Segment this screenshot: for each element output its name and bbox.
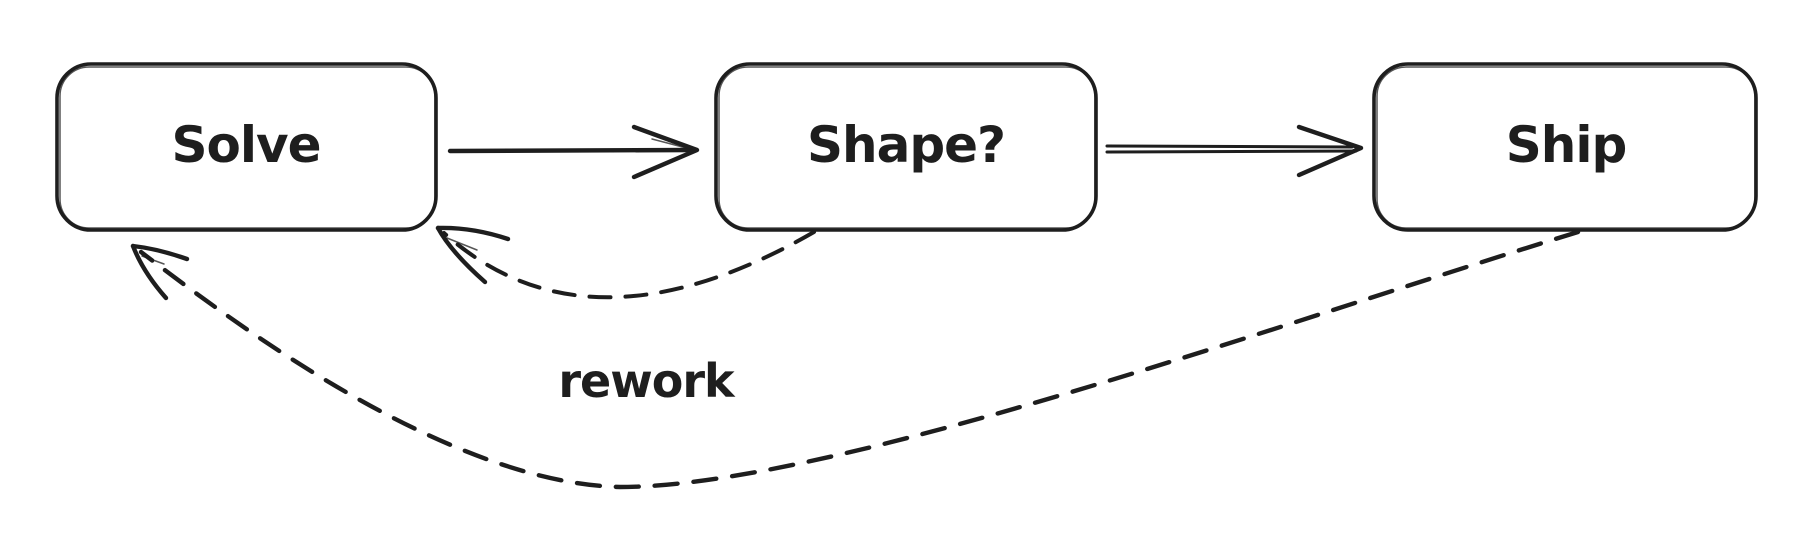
dashed-arrow-shape-to-solve-curve	[442, 230, 816, 300]
node-ship-box-sketch	[1376, 66, 1756, 229]
node-shape-label: Shape?	[807, 116, 1005, 174]
dashed-arrow-shape-to-solve-arrowhead-sketch	[446, 237, 478, 251]
arrow-shape-to-ship-line-lower	[1105, 149, 1358, 154]
node-solve-box	[55, 62, 438, 232]
arrow-solve-to-shape-arrowhead-sketch	[651, 138, 695, 151]
dashed-arrow-ship-to-solve-arrowhead-icon	[130, 243, 190, 262]
arrow-solve-to-shape	[447, 124, 700, 180]
arrow-solve-to-shape-line	[447, 147, 696, 154]
arrow-shape-to-ship-line-upper	[1105, 144, 1354, 149]
node-ship: Ship	[1372, 62, 1758, 232]
edge-label-rework: rework	[558, 354, 736, 408]
arrow-shape-to-ship-arrowhead-icon	[1296, 124, 1364, 178]
node-solve-box-sketch	[59, 66, 436, 229]
dashed-arrow-ship-to-solve	[130, 229, 1581, 490]
arrow-shape-to-ship	[1105, 124, 1364, 178]
node-solve: Solve	[55, 62, 438, 232]
node-shape-box	[714, 62, 1098, 232]
dashed-arrow-ship-to-solve-arrowhead-sketch	[141, 255, 165, 265]
dashed-arrow-ship-to-solve-arrowhead-barb	[130, 243, 169, 301]
node-solve-label: Solve	[171, 116, 320, 174]
node-ship-box	[1372, 62, 1758, 232]
dashed-arrow-ship-to-solve-curve	[138, 229, 1581, 490]
dashed-arrow-shape-to-solve-arrowhead-barb	[435, 225, 488, 285]
node-shape-box-sketch	[718, 66, 1096, 229]
dashed-arrow-shape-to-solve	[435, 225, 816, 300]
dashed-arrow-shape-to-solve-arrowhead-icon	[435, 225, 511, 242]
node-shape: Shape?	[714, 62, 1098, 232]
node-ship-label: Ship	[1506, 116, 1627, 174]
arrow-solve-to-shape-arrowhead-icon	[631, 124, 700, 180]
